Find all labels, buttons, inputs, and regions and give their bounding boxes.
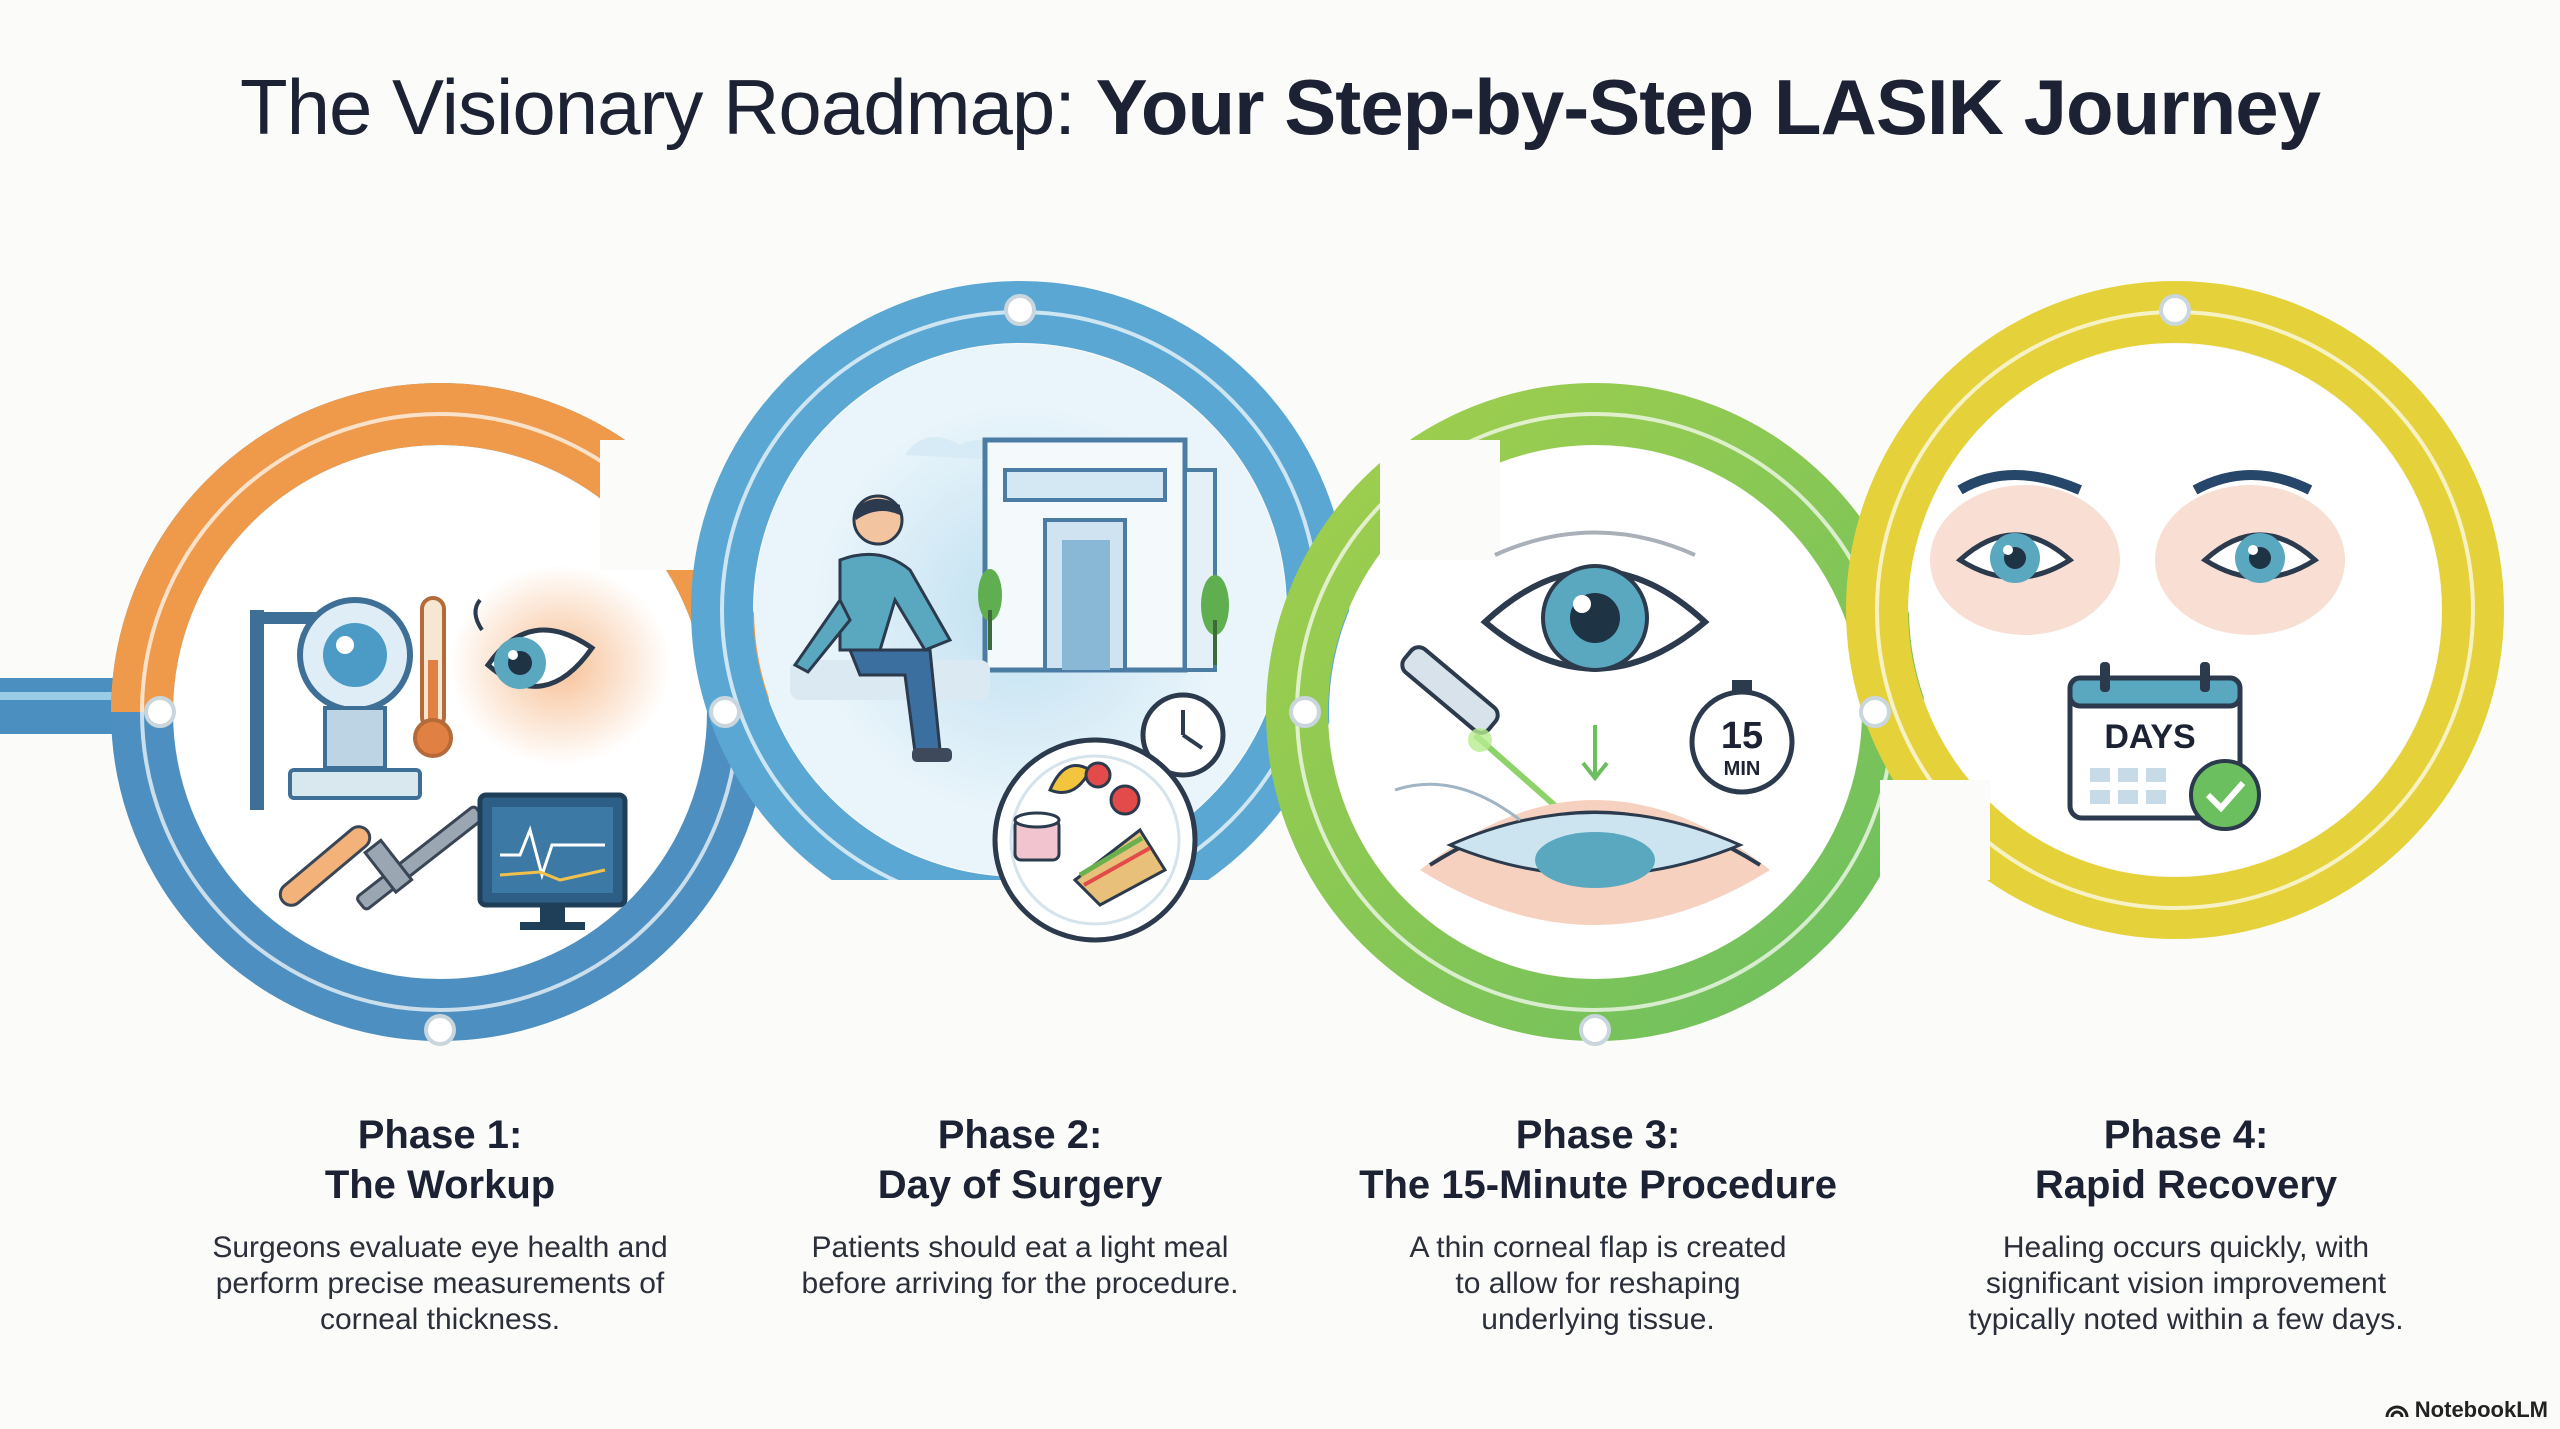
brand-name: NotebookLM <box>2414 1397 2548 1422</box>
monitor-icon <box>477 792 628 930</box>
phase-3-number: Phase 3: <box>1515 1113 1681 1157</box>
page-title: The Visionary Roadmap: Your Step-by-Step… <box>0 62 2560 153</box>
laser-pen-icon <box>1400 645 1562 813</box>
meal-plate-icon <box>992 737 1198 943</box>
title-light: The Visionary Roadmap: <box>239 63 1076 151</box>
phase-2-number: Phase 2: <box>937 1113 1103 1157</box>
phase-3-illustration: 15 MIN <box>1394 530 1795 925</box>
phase-1-ring <box>111 383 769 1041</box>
calendar-icon: DAYS <box>2067 662 2261 831</box>
brand-badge: NotebookLM <box>2385 1397 2548 1423</box>
phase-3-name: The 15-Minute Procedure <box>1359 1163 1837 1207</box>
title-bold: Your Step-by-Step LASIK Journey <box>1095 63 2321 151</box>
phase-3-description: A thin corneal flap is created to allow … <box>1409 1231 1787 1336</box>
phoropter-icon <box>250 597 422 810</box>
phase-4-number: Phase 4: <box>2103 1113 2269 1157</box>
phase-4-card: Phase 4: Rapid Recovery Healing occurs q… <box>1906 1110 2466 1338</box>
thermometer-icon <box>413 596 453 758</box>
building-icon <box>905 437 1229 673</box>
eye-icon <box>1480 530 1710 672</box>
phase-4-name: Rapid Recovery <box>2034 1163 2338 1207</box>
phase-2-description: Patients should eat a light meal before … <box>801 1231 1239 1300</box>
phase-1-illustration <box>250 565 670 930</box>
eye-icon <box>450 565 670 765</box>
phase-1-card: Phase 1: The Workup Surgeons evaluate ey… <box>160 1110 720 1338</box>
notebooklm-logo-icon <box>2385 1405 2409 1418</box>
phase-2-card: Phase 2: Day of Surgery Patients should … <box>740 1110 1300 1302</box>
timer-unit: MIN <box>1724 758 1761 780</box>
phase-1-number: Phase 1: <box>357 1113 523 1157</box>
phase-4-description: Healing occurs quickly, with significant… <box>1968 1231 2404 1336</box>
phase-1-description: Surgeons evaluate eye health and perform… <box>212 1231 668 1336</box>
phase-3-card: Phase 3: The 15-Minute Procedure A thin … <box>1318 1110 1878 1338</box>
patient-icon <box>790 494 990 762</box>
phase-4-illustration: DAYS <box>1930 470 2345 831</box>
down-arrow-icon <box>1581 725 1609 782</box>
calendar-label: DAYS <box>2104 718 2195 756</box>
timer-icon: 15 MIN <box>1689 680 1795 795</box>
eyes-icon <box>1930 470 2345 635</box>
track-nodes <box>144 294 2191 1046</box>
phase-1-name: The Workup <box>324 1163 556 1207</box>
cornea-flap-icon <box>1394 782 1770 925</box>
timer-value: 15 <box>1721 715 1763 757</box>
phase-2-illustration <box>790 437 1229 943</box>
phase-2-name: Day of Surgery <box>877 1163 1163 1207</box>
clock-icon <box>1140 692 1226 778</box>
